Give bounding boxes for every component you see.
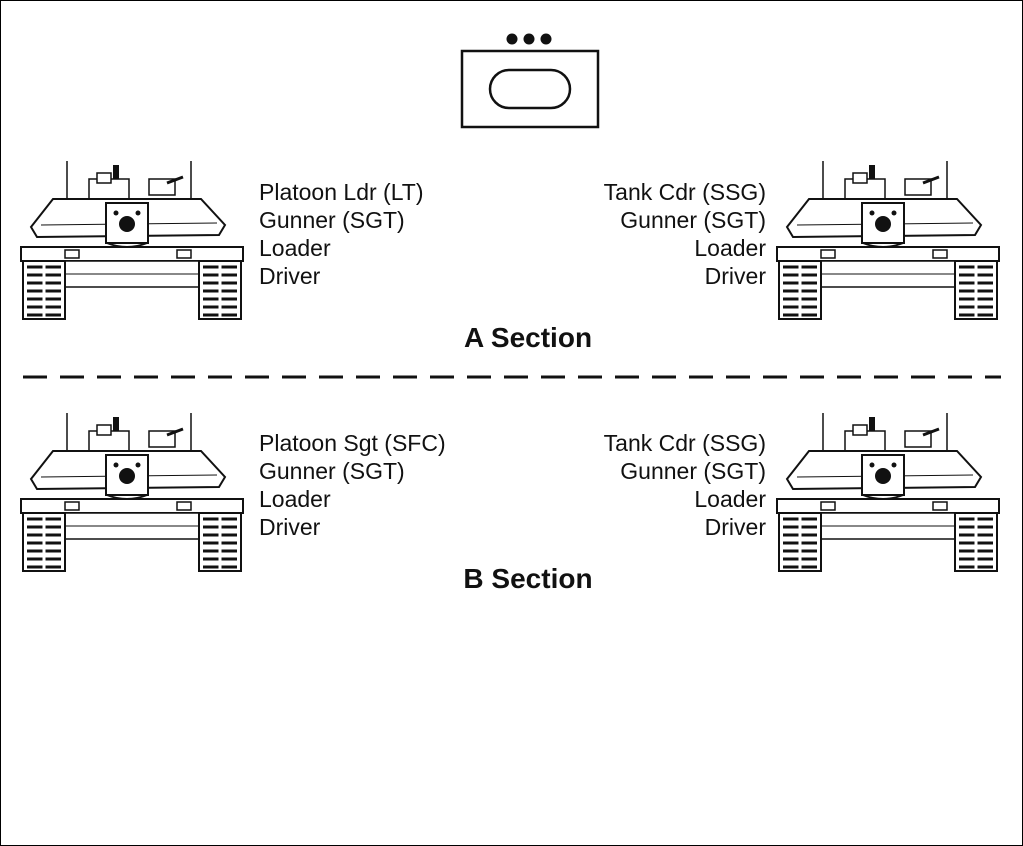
crew-member: Platoon Sgt (SFC) (259, 430, 446, 456)
platoon-symbol-icon (460, 33, 600, 129)
crew-member: Driver (259, 514, 321, 540)
crew-member: Loader (259, 486, 331, 512)
crew-member: Driver (704, 263, 766, 289)
crew-member: Loader (259, 235, 331, 261)
crew-member: Gunner (SGT) (620, 458, 766, 484)
crew-member: Gunner (SGT) (259, 207, 405, 233)
m1-tank-icon (775, 411, 1001, 573)
section-title-a: A Section (463, 322, 593, 353)
crew-list-tank-commander-b: Tank Cdr (SSG) Gunner (SGT) Loader Drive… (604, 429, 766, 541)
m1-tank-icon (19, 159, 245, 321)
m1-tank-icon (775, 159, 1001, 321)
section-title-b: B Section (463, 563, 593, 594)
m1-tank-icon (19, 411, 245, 573)
crew-member: Gunner (SGT) (620, 207, 766, 233)
crew-list-platoon-sergeant: Platoon Sgt (SFC) Gunner (SGT) Loader Dr… (259, 429, 446, 541)
crew-member: Platoon Ldr (LT) (259, 179, 424, 205)
crew-member: Gunner (SGT) (259, 458, 405, 484)
crew-member: Driver (704, 514, 766, 540)
crew-member: Tank Cdr (SSG) (603, 179, 766, 205)
crew-list-platoon-leader: Platoon Ldr (LT) Gunner (SGT) Loader Dri… (259, 178, 423, 290)
crew-member: Driver (259, 263, 321, 289)
crew-member: Loader (694, 486, 766, 512)
section-divider (23, 375, 1001, 379)
crew-member: Tank Cdr (SSG) (603, 430, 766, 456)
crew-member: Loader (694, 235, 766, 261)
crew-list-tank-commander-a: Tank Cdr (SSG) Gunner (SGT) Loader Drive… (604, 178, 766, 290)
